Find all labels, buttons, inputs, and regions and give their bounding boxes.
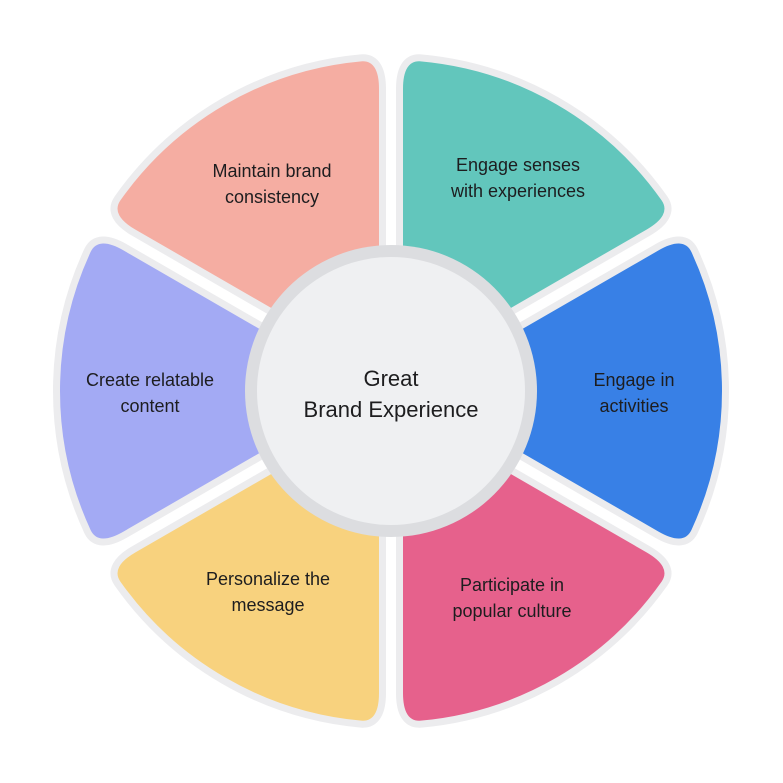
segment-relatable-content [60, 243, 334, 539]
center-title: Great Brand Experience [303, 366, 479, 422]
segment-label-engage-activities: Engage in activities [593, 370, 675, 416]
segment-label-personalize: Personalize the message [205, 569, 331, 615]
segment-label-popular-culture: Participate in popular culture [452, 575, 572, 621]
segment-label-relatable-content: Create relatable content [85, 370, 215, 416]
segment-label-engage-senses: Engage senses with experiences [450, 155, 586, 201]
center-circle [257, 257, 525, 525]
segment-label-brand-consistency: Maintain brand consistency [212, 161, 332, 207]
segment-engage-activities [448, 243, 722, 539]
